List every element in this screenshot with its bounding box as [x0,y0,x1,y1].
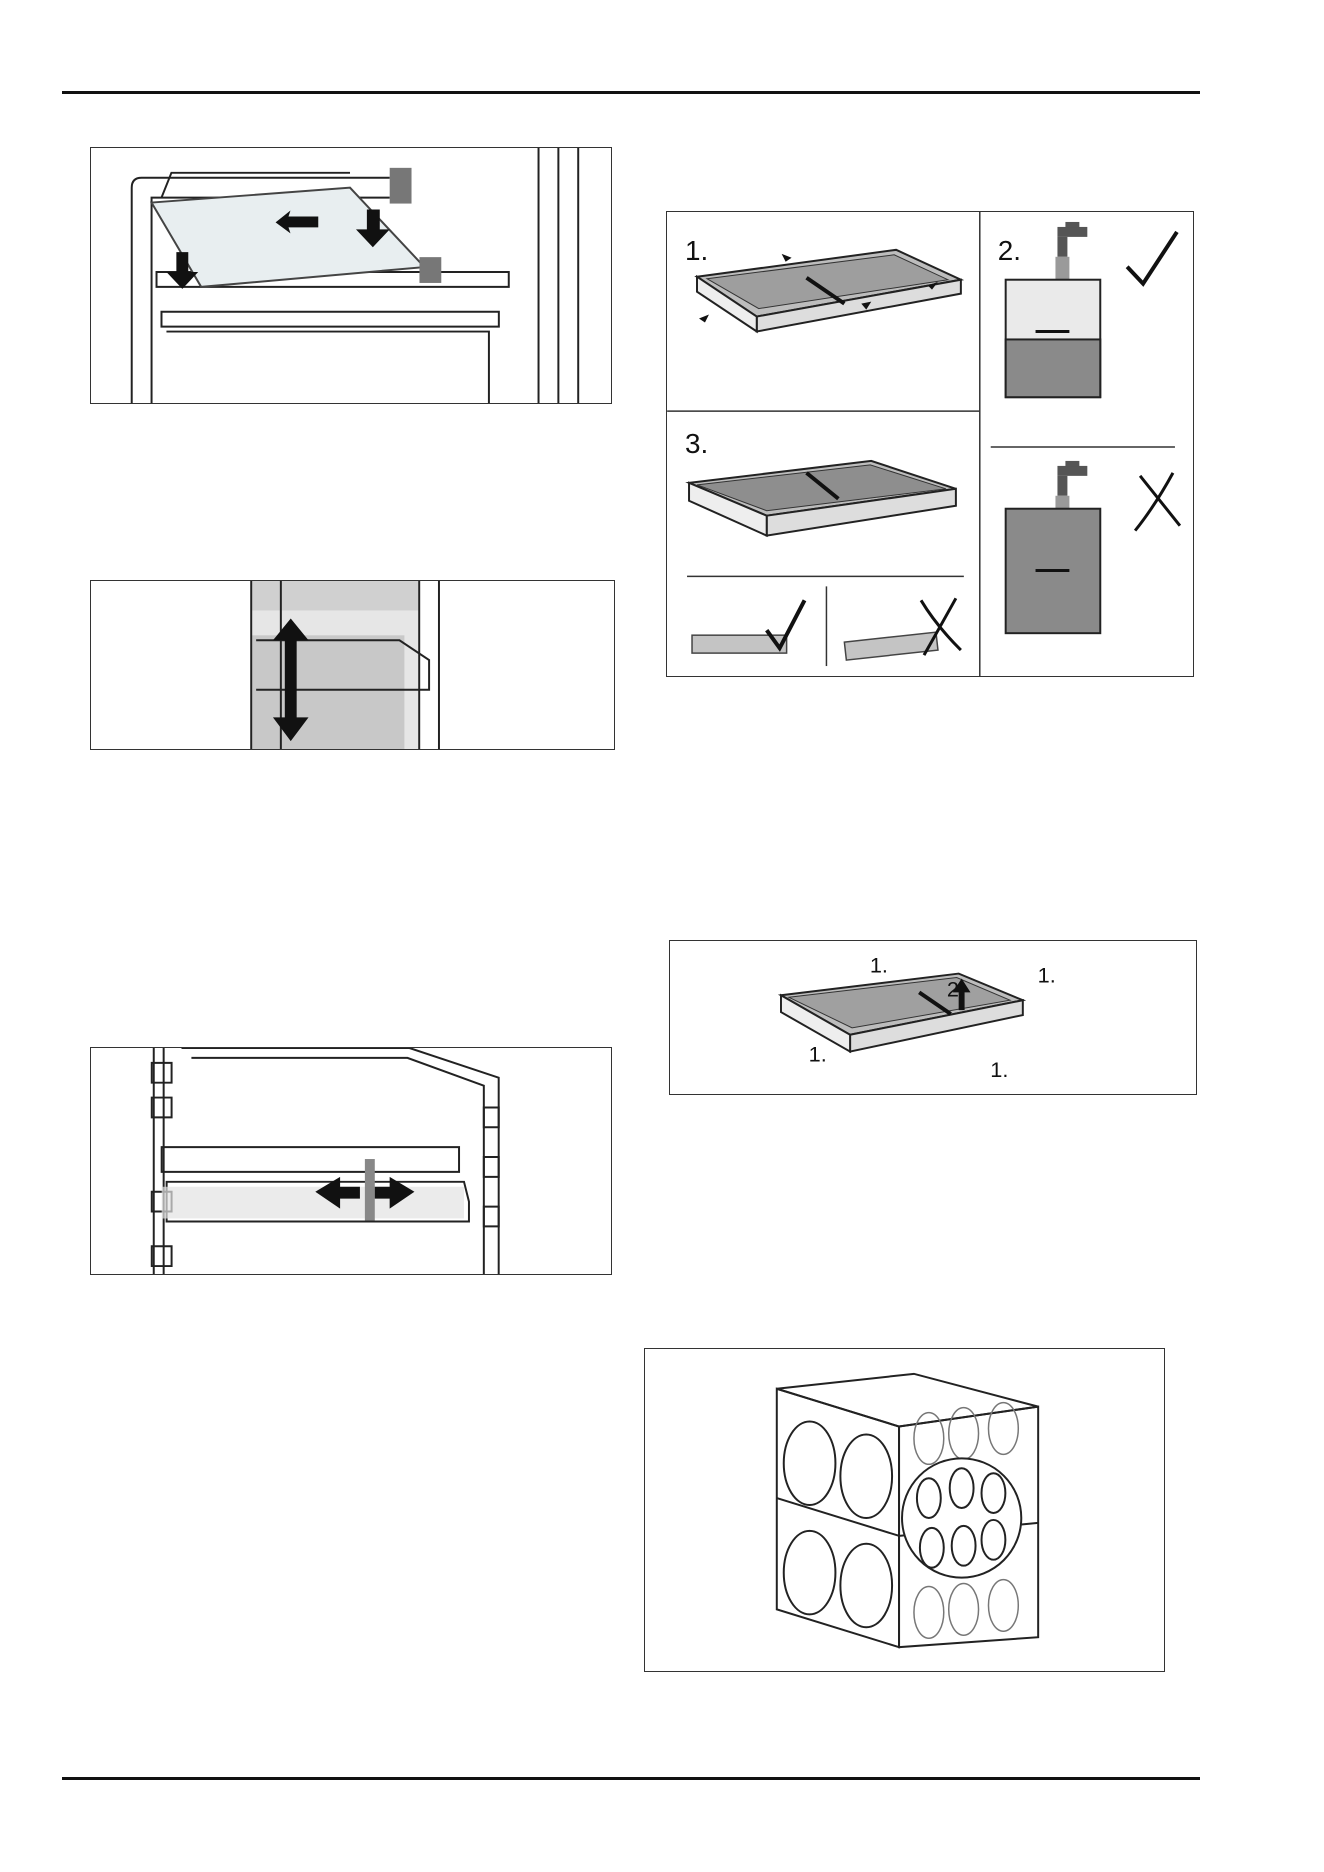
figure-filter-cleaning: 1. 2. [666,211,1194,677]
water-tap-icon [1057,461,1087,496]
figure-door-shelf-divider [90,1047,612,1275]
figure-filter-removal: 1. 1. 1. 1. 2. [669,940,1197,1095]
water-tap-icon [1057,222,1087,257]
removal-label-lift: 2. [947,976,965,1001]
filter-unit-removal [781,974,1023,1052]
figure-glass-shelf-insert [90,147,612,404]
footer-rule [62,1777,1200,1780]
check-mark-icon [1127,232,1177,284]
figure-bottle-rack [644,1348,1165,1672]
filter-unit-1 [697,250,961,332]
cross-mark-icon [1135,473,1180,531]
removal-label-bottom: 1. [990,1057,1008,1082]
removal-label-top-right: 1. [1038,962,1056,987]
header-rule [62,91,1200,94]
check-mark-icon [767,600,805,648]
removal-label-left: 1. [809,1041,827,1066]
step-2-label: 2. [998,235,1021,266]
removal-label-top-left: 1. [870,953,888,978]
step-1-label: 1. [685,235,708,266]
step-3-label: 3. [685,428,708,459]
figure-drawer-height [90,580,615,750]
filter-unit-3 [689,461,956,536]
